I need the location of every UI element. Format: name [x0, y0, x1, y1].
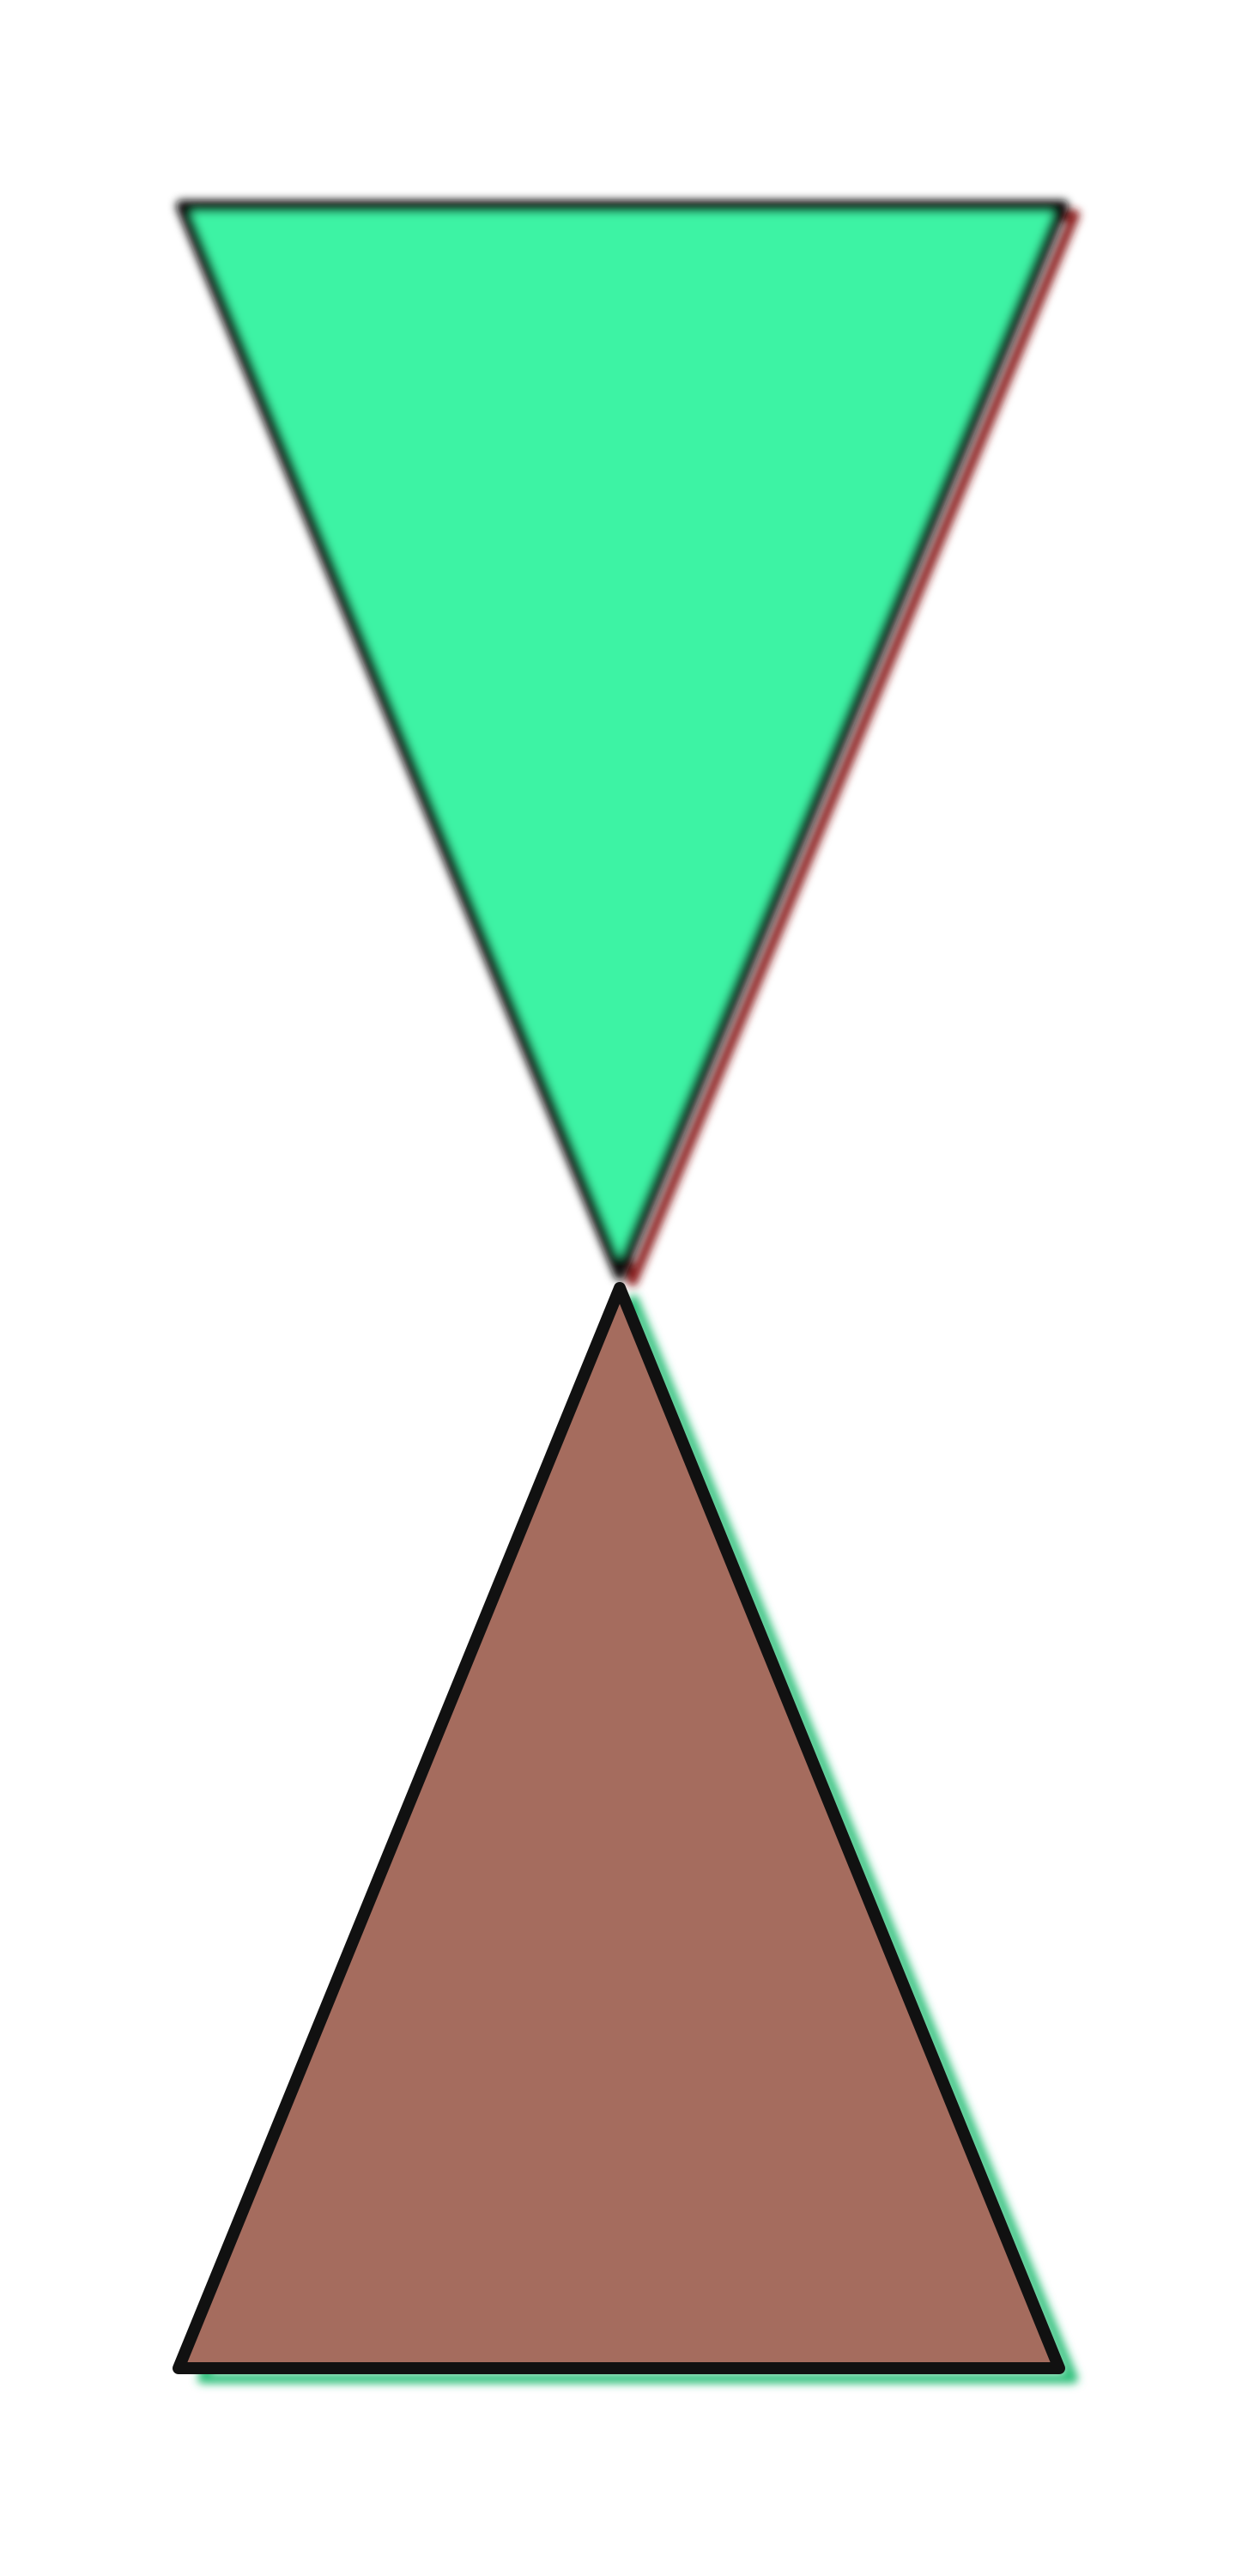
upper-triangle-group	[176, 200, 1080, 1286]
lower-triangle	[173, 1282, 1065, 2374]
upper-triangle	[176, 200, 1069, 1280]
lower-triangle-group	[173, 1282, 1078, 2384]
